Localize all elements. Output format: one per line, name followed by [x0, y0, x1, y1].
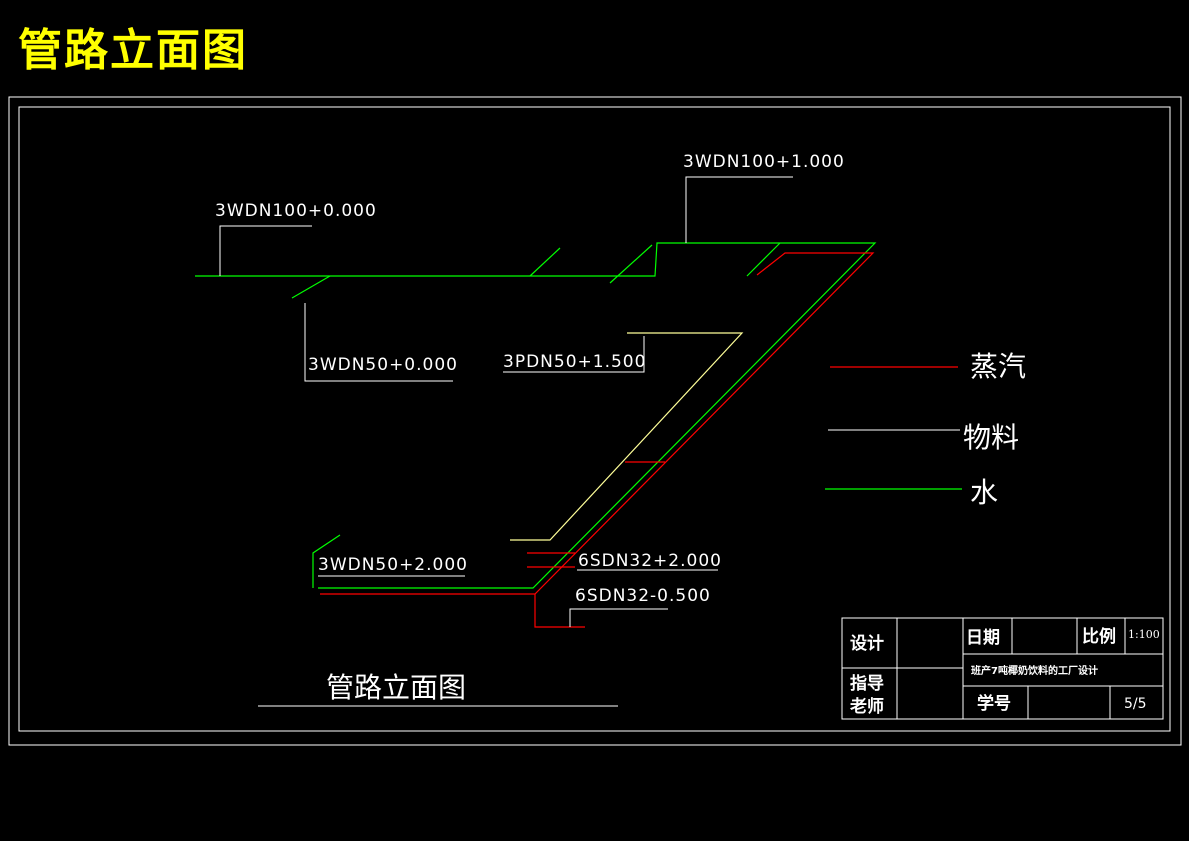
title-block-scale-value: 1:100: [1128, 628, 1160, 641]
title-block-advisor-2: 老师: [849, 696, 884, 717]
label-3wdn50-0: 3WDN50+0.000: [308, 355, 458, 375]
label-3wdn50-2: 3WDN50+2.000: [318, 555, 468, 575]
title-block: [841, 617, 1164, 720]
steam-pipe: [320, 252, 875, 628]
label-3wdn100-0: 3WDN100+0.000: [215, 201, 377, 221]
title-block-page: 5/5: [1124, 696, 1147, 712]
label-3wdn100-1: 3WDN100+1.000: [683, 152, 845, 172]
label-3pdn50-1500: 3PDN50+1.500: [503, 352, 646, 372]
label-leaders: [219, 176, 793, 627]
drawing-caption: 管路立面图: [326, 671, 466, 704]
label-6sdn32-2: 6SDN32+2.000: [578, 551, 722, 571]
legend-steam-label: 蒸汽: [970, 350, 1026, 383]
title-block-design: 设计: [850, 633, 884, 654]
material-pipe: [510, 332, 744, 541]
legend-material-label: 物料: [963, 421, 1019, 454]
water-pipe: [195, 242, 877, 589]
outer-frame: [8, 96, 1182, 746]
label-6sdn32-neg05: 6SDN32-0.500: [575, 586, 711, 606]
title-block-project: 班产7吨椰奶饮料的工厂设计: [971, 664, 1098, 677]
title-block-student-no: 学号: [977, 693, 1011, 714]
legend-water-label: 水: [970, 476, 998, 509]
title-block-scale-label: 比例: [1082, 626, 1116, 647]
legend: 蒸汽 物料 水: [825, 350, 1026, 509]
page-title: 管路立面图: [18, 25, 248, 76]
title-block-date: 日期: [966, 628, 1000, 648]
title-block-advisor-1: 指导: [850, 673, 884, 694]
inner-frame: [18, 106, 1171, 732]
